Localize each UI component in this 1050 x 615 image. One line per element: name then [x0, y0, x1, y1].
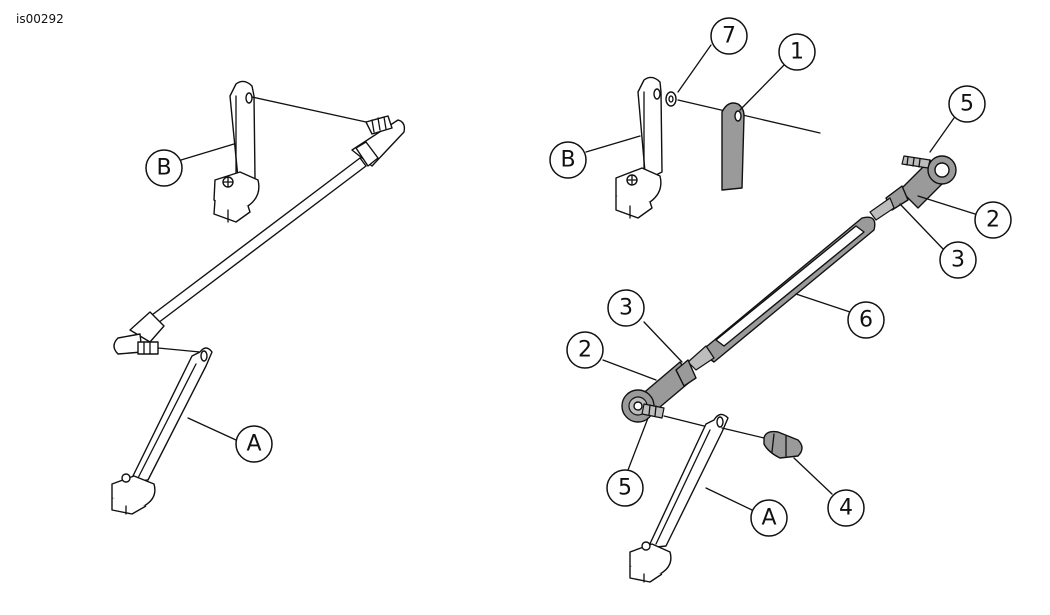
- left-assembly: [111, 80, 406, 515]
- leader-1: [739, 61, 788, 111]
- svg-text:A: A: [761, 506, 776, 531]
- svg-text:6: 6: [859, 308, 873, 333]
- svg-text:2: 2: [578, 338, 592, 363]
- callout-2-left: 2: [566, 331, 604, 369]
- callout-3-right: 3: [939, 241, 977, 279]
- turnbuckle-rod: [621, 155, 957, 431]
- leader-b-right: [585, 135, 641, 153]
- leader-a-right: [705, 487, 753, 511]
- svg-text:7: 7: [722, 24, 736, 49]
- right-bracket-b: [615, 76, 663, 219]
- svg-text:1: 1: [790, 40, 804, 65]
- leader-7: [677, 44, 712, 93]
- right-arm-a: [629, 413, 729, 583]
- callout-1: 1: [778, 33, 816, 71]
- svg-text:2: 2: [986, 208, 1000, 233]
- svg-text:5: 5: [960, 92, 974, 117]
- callout-left-b: B: [145, 149, 183, 187]
- callout-4: 4: [827, 489, 865, 527]
- leader-2-right: [917, 195, 976, 215]
- leader-5-top: [929, 117, 955, 153]
- washer: [665, 91, 677, 107]
- leader-6: [795, 293, 851, 313]
- left-b-leader: [180, 143, 235, 161]
- left-b-link-line: [251, 96, 367, 123]
- callout-5-bottom: 5: [606, 469, 644, 507]
- leader-3-left: [643, 321, 683, 363]
- callout-right-a: A: [750, 499, 788, 537]
- left-bracket-b: [213, 80, 260, 223]
- svg-text:5: 5: [618, 476, 632, 501]
- svg-text:3: 3: [951, 248, 965, 273]
- leader-3-right: [899, 203, 945, 251]
- callout-3-left: 3: [607, 289, 645, 327]
- svg-text:4: 4: [839, 496, 853, 521]
- callout-7: 7: [710, 17, 748, 55]
- lock-nut: [763, 430, 803, 459]
- svg-text:3: 3: [619, 296, 633, 321]
- leader-4: [793, 457, 833, 495]
- right-top-link-line: [677, 99, 821, 134]
- left-rod: [113, 115, 406, 355]
- left-a-leader: [187, 417, 237, 441]
- callout-right-b: B: [549, 141, 587, 179]
- figure-id: is00292: [16, 12, 64, 26]
- leader-5-bottom: [627, 417, 649, 471]
- callout-5-top: 5: [948, 85, 986, 123]
- leader-2-left: [602, 359, 657, 381]
- svg-text:B: B: [156, 156, 171, 181]
- callout-6: 6: [847, 301, 885, 339]
- link-part-1: [721, 102, 745, 191]
- left-arm-a: [111, 347, 213, 515]
- callout-2-right: 2: [974, 201, 1012, 239]
- svg-text:B: B: [560, 148, 575, 173]
- right-assembly: [585, 44, 976, 583]
- callout-left-a: A: [235, 425, 273, 463]
- svg-text:A: A: [246, 432, 261, 457]
